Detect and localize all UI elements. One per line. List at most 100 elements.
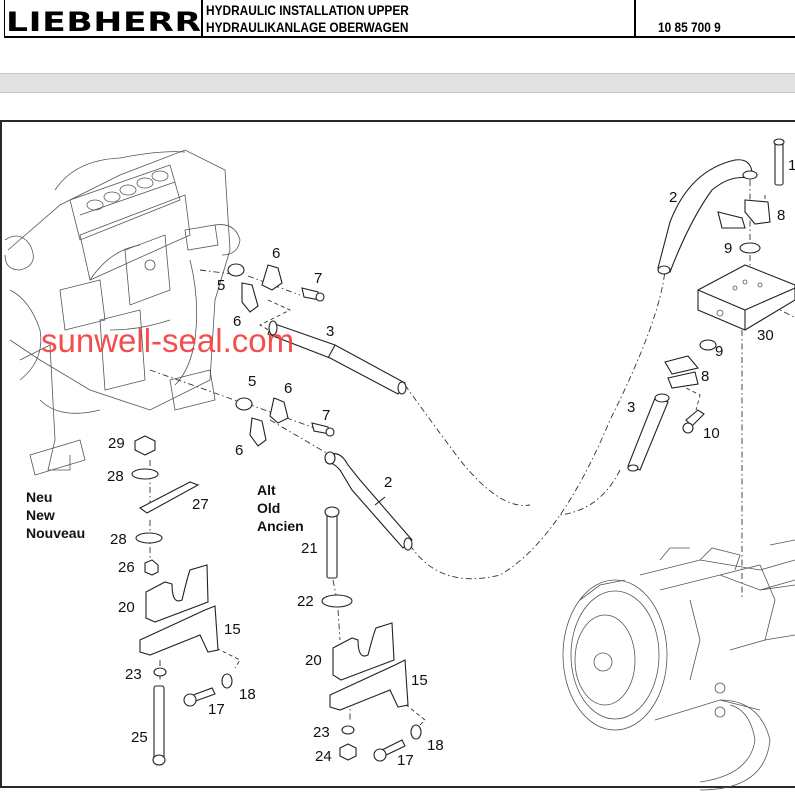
callout-24: 24 — [315, 748, 332, 765]
part-number: 10 85 700 9 — [658, 20, 721, 35]
variant-label-ancien: Ancien — [257, 518, 304, 534]
callout-8: 8 — [777, 207, 785, 224]
header-divider — [201, 0, 203, 38]
variant-label-neu: Neu — [26, 489, 52, 505]
callout-9: 9 — [715, 343, 723, 360]
callout-6: 6 — [284, 380, 292, 397]
callout-18: 18 — [239, 686, 256, 703]
variant-label-alt: Alt — [257, 482, 276, 498]
callout-23: 23 — [125, 666, 142, 683]
callout-3: 3 — [627, 399, 635, 416]
callout-18: 18 — [427, 737, 444, 754]
callout-6: 6 — [272, 245, 280, 262]
washer-part-18 — [410, 724, 422, 740]
variant-label-nouveau: Nouveau — [26, 525, 85, 541]
flange-half-part-8 — [664, 355, 699, 375]
flange-half-part-6 — [241, 282, 259, 313]
callout-6: 6 — [235, 442, 243, 459]
watermark-text: sunwell-seal.com — [41, 322, 294, 359]
bolt-head-part-17 — [183, 693, 197, 707]
callout-8: 8 — [701, 368, 709, 385]
o-ring-part-5 — [235, 397, 253, 411]
control-valve-assembly-illustration — [4, 149, 241, 476]
washer-part-28 — [135, 532, 163, 544]
hose-part-2-upper — [657, 159, 758, 275]
clamp-block-part-20 — [332, 622, 395, 681]
washer-part-18 — [221, 673, 233, 689]
liebherr-logo: LIEBHERR — [6, 7, 202, 38]
page-header: LIEBHERR HYDRAULIC INSTALLATION UPPER HY… — [0, 0, 795, 41]
callout-17: 17 — [208, 701, 225, 718]
plate-part-27 — [138, 481, 200, 514]
hose-part-3-right — [627, 393, 670, 472]
callout-22: 22 — [297, 593, 314, 610]
bolt-head-part-17 — [373, 748, 387, 762]
callout-6: 6 — [233, 313, 241, 330]
flange-kit-lower — [235, 397, 335, 447]
callout-15: 15 — [224, 621, 241, 638]
hose-part-2-lower — [324, 451, 413, 551]
bolt-part-21 — [326, 511, 338, 579]
title-english: HYDRAULIC INSTALLATION UPPER — [206, 3, 409, 18]
callout-30: 30 — [757, 327, 774, 344]
valve-block-fittings — [664, 138, 795, 434]
bolt-head-part-10 — [682, 422, 694, 434]
hose-part-3-left — [267, 320, 407, 395]
title-german: HYDRAULIKANLAGE OBERWAGEN — [206, 20, 409, 35]
washer-part-23 — [153, 667, 167, 677]
bracket-part-15 — [139, 605, 219, 656]
header-divider — [634, 0, 636, 38]
bolt-part-1 — [774, 139, 784, 186]
flange-half-part-8 — [744, 199, 771, 225]
o-ring-part-5 — [227, 263, 245, 277]
valve-block-part-30 — [697, 264, 795, 331]
callout-21: 21 — [301, 540, 318, 557]
nut-part-29 — [134, 435, 156, 456]
variant-label-old: Old — [257, 500, 280, 516]
o-ring-part-9 — [739, 242, 761, 254]
callout-10: 10 — [703, 425, 720, 442]
callout-7: 7 — [322, 407, 330, 424]
callout-3: 3 — [326, 323, 334, 340]
callout-20: 20 — [118, 599, 135, 616]
clamp-stack-old — [321, 506, 422, 762]
callout-20: 20 — [305, 652, 322, 669]
variant-label-new: New — [26, 507, 55, 523]
callout-5: 5 — [248, 373, 256, 390]
callout-9: 9 — [724, 240, 732, 257]
o-ring-part-9 — [699, 339, 717, 351]
bolt-part-25 — [153, 685, 165, 762]
callout-5: 5 — [217, 277, 225, 294]
bolt-head-part-7 — [315, 292, 325, 302]
drawing-frame — [0, 120, 795, 788]
callout-17: 17 — [397, 752, 414, 769]
flange-half-part-6 — [261, 264, 283, 291]
bracket-part-15 — [329, 659, 409, 711]
washer-part-22 — [321, 594, 353, 608]
callout-27: 27 — [192, 496, 209, 513]
header-frame — [4, 0, 795, 38]
callout-25: 25 — [131, 729, 148, 746]
callout-28: 28 — [110, 531, 127, 548]
nut-part-24 — [339, 743, 357, 761]
nut-part-26 — [144, 559, 159, 576]
toolbar-band — [0, 73, 795, 93]
hydraulic-pump-illustration — [562, 539, 795, 791]
callout-15: 15 — [411, 672, 428, 689]
callout-28: 28 — [107, 468, 124, 485]
callout-26: 26 — [118, 559, 135, 576]
callout-2: 2 — [669, 189, 677, 206]
flange-half-part-8 — [717, 211, 746, 229]
flange-half-part-6 — [249, 417, 267, 447]
callout-29: 29 — [108, 435, 125, 452]
flange-kit-upper — [227, 263, 325, 313]
callout-2: 2 — [384, 474, 392, 491]
clamp-block-part-20 — [145, 564, 209, 623]
callout-23: 23 — [313, 724, 330, 741]
bolt-head-part-7 — [325, 427, 335, 437]
clamp-stack-new — [131, 435, 233, 766]
callout-1: 1 — [788, 157, 795, 174]
flange-half-part-8 — [667, 371, 699, 389]
washer-part-23 — [341, 725, 355, 735]
